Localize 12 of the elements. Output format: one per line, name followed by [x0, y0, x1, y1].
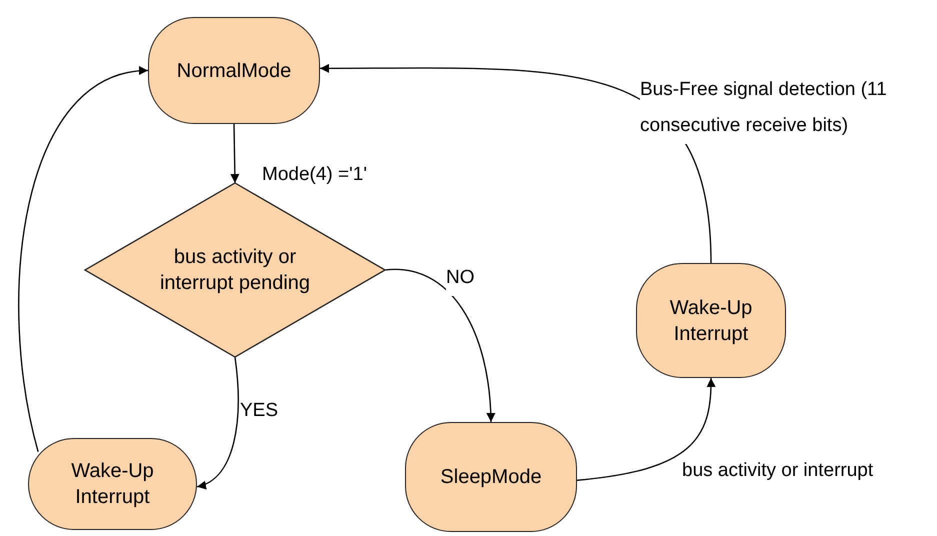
node-label: Wake-Up Interrupt: [70, 459, 155, 510]
arrow: [384, 268, 496, 422]
node-label: Wake-Up Interrupt: [668, 296, 754, 346]
state-box: [636, 263, 786, 378]
arrow: [18, 67, 148, 452]
node-label: bus activity or interrupt pending: [158, 245, 312, 296]
node-label: SleepMode: [439, 465, 543, 490]
arrow: [196, 356, 239, 488]
arrow: [576, 378, 716, 481]
arrow: [230, 124, 240, 184]
decision-diamond: [85, 183, 385, 357]
node-label: NormalMode: [176, 58, 292, 84]
